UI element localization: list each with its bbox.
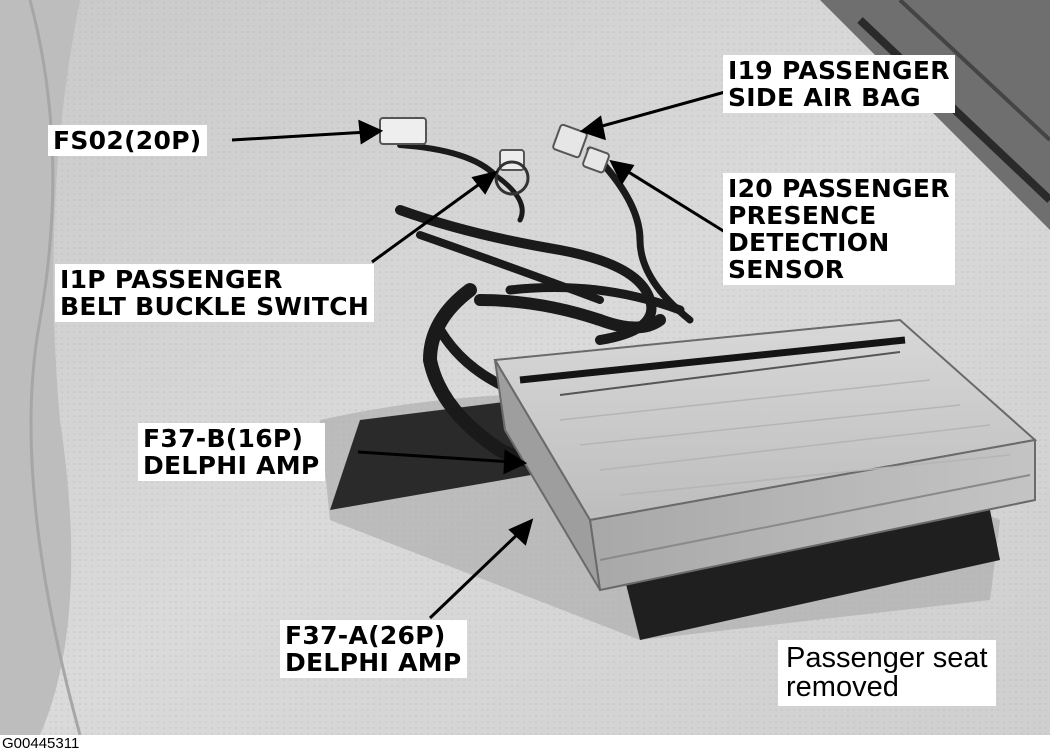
label-i20-presence-sensor: I20 PASSENGER PRESENCE DETECTION SENSOR	[723, 173, 955, 285]
label-f37a-line-1: F37-A(26P)	[285, 621, 446, 650]
vehicle-floor-photo	[0, 0, 1050, 735]
note-passenger-seat-removed: Passenger seat removed	[778, 640, 996, 706]
leader-arrows	[231, 90, 726, 620]
fs02-connector	[379, 117, 427, 145]
label-f37b-line-2: DELPHI AMP	[143, 451, 320, 480]
label-i20-line-1: I20 PASSENGER	[728, 174, 950, 203]
label-i20-line-4: SENSOR	[728, 255, 845, 284]
label-f37a-delphi-amp: F37-A(26P) DELPHI AMP	[280, 620, 467, 678]
label-fs02: FS02(20P)	[48, 125, 207, 156]
label-i1p-line-2: BELT BUCKLE SWITCH	[60, 292, 370, 321]
label-fs02-line-1: FS02(20P)	[53, 126, 202, 155]
label-f37b-line-1: F37-B(16P)	[143, 424, 304, 453]
note-line-2: removed	[786, 671, 899, 703]
label-i19-line-2: SIDE AIR BAG	[728, 83, 921, 112]
i1p-connector	[499, 149, 525, 171]
label-i1p-line-1: I1P PASSENGER	[60, 265, 283, 294]
label-i20-line-3: DETECTION	[728, 228, 890, 257]
label-i19-line-1: I19 PASSENGER	[728, 56, 950, 85]
label-f37b-delphi-amp: F37-B(16P) DELPHI AMP	[138, 423, 325, 481]
label-i1p-belt-buckle: I1P PASSENGER BELT BUCKLE SWITCH	[55, 264, 375, 322]
i19-connector	[552, 123, 588, 159]
left-trim	[0, 0, 80, 735]
figure-id: G00445311	[2, 735, 80, 752]
delphi-amplifier	[493, 318, 1038, 592]
i20-connector	[582, 146, 610, 174]
note-line-1: Passenger seat	[786, 642, 988, 674]
amp-bracket	[330, 400, 560, 510]
label-i20-line-2: PRESENCE	[728, 201, 877, 230]
label-f37a-line-2: DELPHI AMP	[285, 648, 462, 677]
label-i19-side-air-bag: I19 PASSENGER SIDE AIR BAG	[723, 55, 955, 113]
